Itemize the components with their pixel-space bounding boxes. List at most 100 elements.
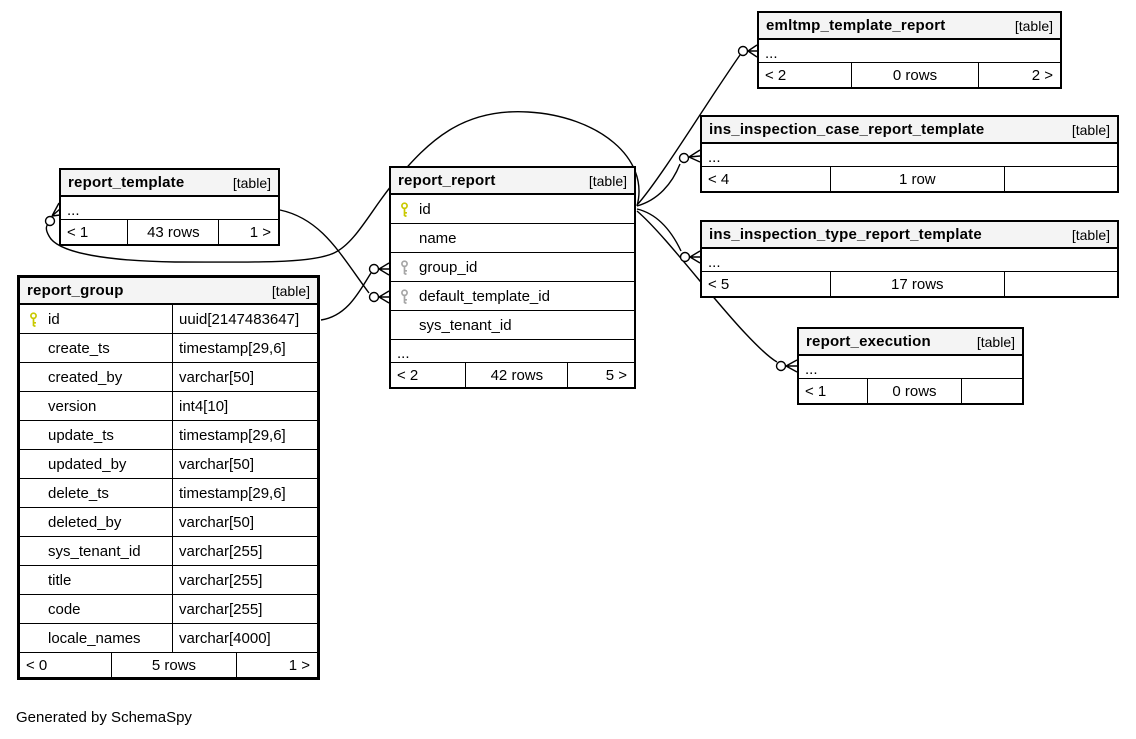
- collapsed-columns-row: ...: [759, 40, 1060, 63]
- table-report-template[interactable]: report_template [table] ... < 1 43 rows …: [59, 168, 280, 246]
- column-row: default_template_id: [391, 282, 634, 311]
- column-type: varchar[255]: [172, 537, 317, 565]
- table-ins-inspection-case-report-template[interactable]: ins_inspection_case_report_template [tab…: [700, 115, 1119, 193]
- column-row: deleted_by varchar[50]: [20, 508, 317, 537]
- column-name: version: [48, 397, 97, 415]
- crowfoot-emltmp: [747, 44, 758, 58]
- column-type: varchar[4000]: [172, 624, 317, 652]
- circle-ins-case: [678, 152, 690, 164]
- circle-report-template: [44, 215, 56, 227]
- footer-next[interactable]: 2 >: [1031, 66, 1053, 84]
- footer-next[interactable]: 5 >: [605, 366, 627, 384]
- column-type: uuid[2147483647]: [172, 305, 317, 333]
- table-ins-inspection-type-report-template[interactable]: ins_inspection_type_report_template [tab…: [700, 220, 1119, 298]
- column-name: id: [48, 310, 60, 328]
- footer-next[interactable]: [1005, 272, 1117, 296]
- collapsed-columns-row: ...: [799, 356, 1022, 379]
- table-header[interactable]: report_execution [table]: [799, 329, 1022, 356]
- foreign-key-icon: [399, 259, 419, 275]
- column-type: int4[10]: [172, 392, 317, 420]
- column-name: title: [48, 571, 72, 589]
- crowfoot-ins-type: [689, 250, 701, 264]
- column-name: id: [419, 200, 431, 218]
- column-row: create_ts timestamp[29,6]: [20, 334, 317, 363]
- footer-prev[interactable]: < 1: [799, 379, 869, 403]
- column-name: created_by: [48, 368, 123, 386]
- column-row: group_id: [391, 253, 634, 282]
- column-name: code: [48, 600, 81, 618]
- column-row: created_by varchar[50]: [20, 363, 317, 392]
- footer-next[interactable]: 1 >: [249, 223, 271, 241]
- column-name: create_ts: [48, 339, 110, 357]
- column-row: id uuid[2147483647]: [20, 305, 317, 334]
- column-row: version int4[10]: [20, 392, 317, 421]
- column-row: locale_names varchar[4000]: [20, 624, 317, 653]
- footer-next[interactable]: 1 >: [288, 656, 310, 674]
- crowfoot-default-template-id: [378, 290, 390, 304]
- column-name: delete_ts: [48, 484, 109, 502]
- footer-row-count: 1 row: [831, 167, 1005, 191]
- column-type: varchar[255]: [172, 566, 317, 594]
- column-name: group_id: [419, 258, 478, 276]
- column-row: sys_tenant_id: [391, 311, 634, 340]
- table-badge: [table]: [976, 333, 1015, 350]
- table-report-execution[interactable]: report_execution [table] ... < 1 0 rows: [797, 327, 1024, 405]
- footer-next[interactable]: [1005, 167, 1117, 191]
- column-type: timestamp[29,6]: [172, 421, 317, 449]
- circle-ins-type: [679, 251, 691, 263]
- table-footer: < 2 42 rows 5 >: [391, 363, 634, 387]
- table-badge: [table]: [271, 282, 310, 299]
- circle-emltmp: [737, 45, 749, 57]
- table-badge: [table]: [1014, 17, 1053, 34]
- column-row: delete_ts timestamp[29,6]: [20, 479, 317, 508]
- circle-group-id: [368, 263, 380, 275]
- column-name: default_template_id: [419, 287, 550, 305]
- table-name: report_group: [27, 282, 124, 299]
- table-badge: [table]: [232, 174, 271, 191]
- table-header[interactable]: emltmp_template_report [table]: [759, 13, 1060, 40]
- primary-key-icon: [399, 201, 419, 217]
- column-name: name: [419, 229, 457, 247]
- table-header[interactable]: report_group [table]: [20, 278, 317, 305]
- column-type: timestamp[29,6]: [172, 334, 317, 362]
- table-name: report_report: [398, 172, 496, 189]
- table-footer: < 2 0 rows 2 >: [759, 63, 1060, 87]
- table-header[interactable]: report_template [table]: [61, 170, 278, 197]
- column-name: sys_tenant_id: [48, 542, 141, 560]
- table-name: ins_inspection_type_report_template: [709, 226, 982, 243]
- column-type: timestamp[29,6]: [172, 479, 317, 507]
- footer-row-count: 17 rows: [831, 272, 1005, 296]
- column-type: varchar[50]: [172, 363, 317, 391]
- footer-row-count: 5 rows: [112, 653, 237, 677]
- table-badge: [table]: [1071, 226, 1110, 243]
- column-row: update_ts timestamp[29,6]: [20, 421, 317, 450]
- footer-row-count: 0 rows: [852, 63, 979, 87]
- footer-prev[interactable]: < 0: [20, 653, 113, 677]
- table-header[interactable]: ins_inspection_case_report_template [tab…: [702, 117, 1117, 144]
- table-header[interactable]: report_report [table]: [391, 168, 634, 195]
- column-type: varchar[255]: [172, 595, 317, 623]
- column-type: varchar[50]: [172, 508, 317, 536]
- footer-prev[interactable]: < 2: [759, 63, 853, 87]
- footer-next[interactable]: [962, 379, 1022, 403]
- column-name: updated_by: [48, 455, 127, 473]
- footer-prev[interactable]: < 5: [702, 272, 831, 296]
- collapsed-columns-row: ...: [702, 144, 1117, 167]
- footer-prev[interactable]: < 4: [702, 167, 831, 191]
- table-header[interactable]: ins_inspection_type_report_template [tab…: [702, 222, 1117, 249]
- table-report-group[interactable]: report_group [table] id uuid[2147483647]…: [17, 275, 320, 680]
- table-report-report[interactable]: report_report [table] id name group_id d…: [389, 166, 636, 389]
- footer-prev[interactable]: < 2: [391, 363, 467, 387]
- crowfoot-group-id: [378, 262, 390, 276]
- column-row: updated_by varchar[50]: [20, 450, 317, 479]
- collapsed-columns-row: ...: [61, 197, 278, 220]
- collapsed-columns-row: ...: [702, 249, 1117, 272]
- foreign-key-icon: [399, 288, 419, 304]
- circle-default-template-id: [368, 291, 380, 303]
- footer-row-count: 43 rows: [128, 220, 220, 244]
- footer-prev[interactable]: < 1: [61, 220, 129, 244]
- column-name: deleted_by: [48, 513, 122, 531]
- table-emltmp-template-report[interactable]: emltmp_template_report [table] ... < 2 0…: [757, 11, 1062, 89]
- table-badge: [table]: [588, 172, 627, 189]
- table-footer: < 5 17 rows: [702, 272, 1117, 296]
